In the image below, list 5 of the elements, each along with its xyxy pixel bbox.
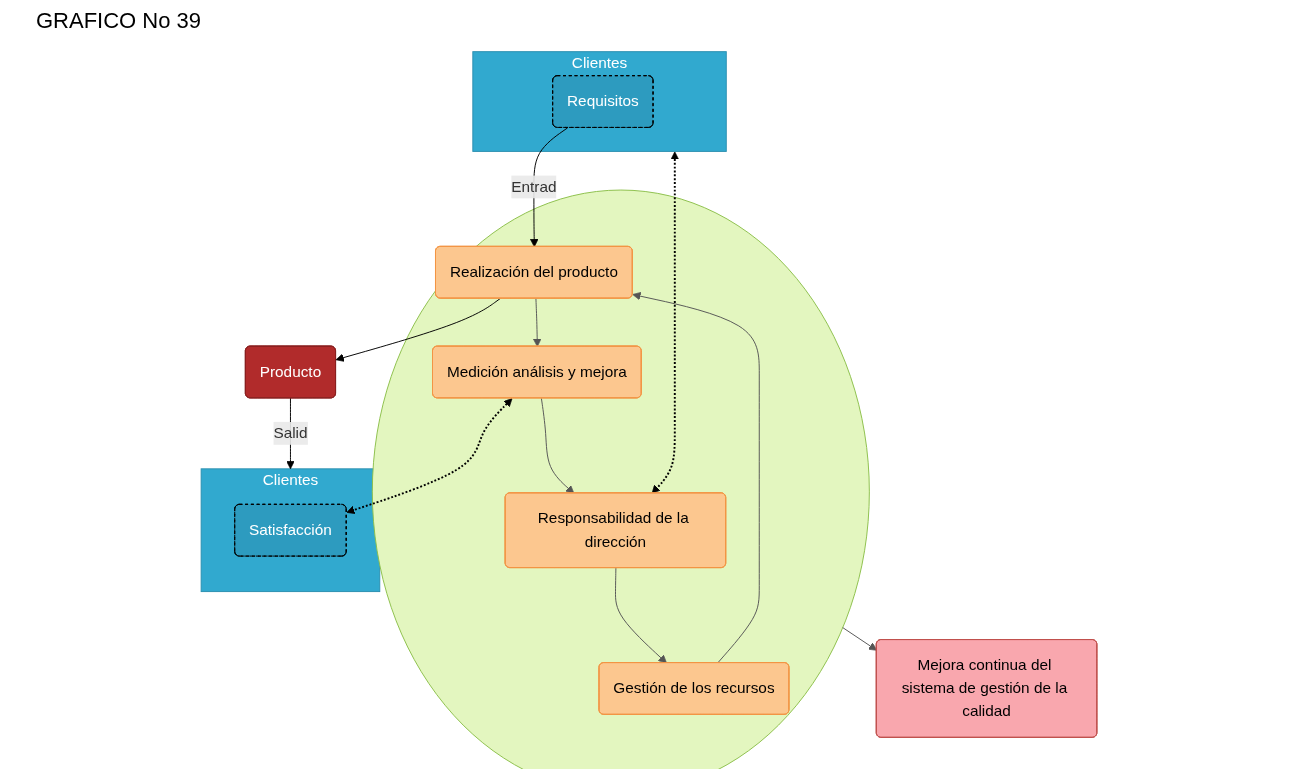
arrow	[346, 398, 513, 514]
edge-label: Salid	[273, 421, 308, 445]
edge-label: Entrad	[511, 175, 557, 199]
diagram-title: GRAFICO No 39	[36, 8, 202, 34]
arrow	[651, 151, 679, 494]
